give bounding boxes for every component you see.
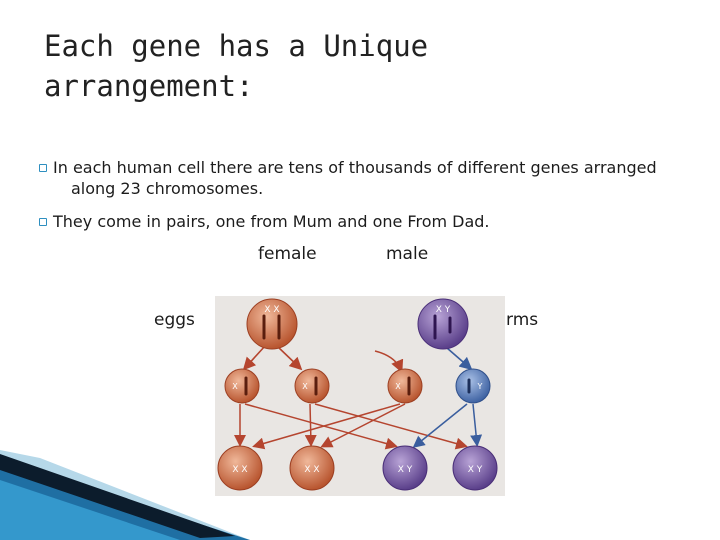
slide-title: Each gene has a Unique arrangement: [44, 26, 644, 106]
female-parent-cell: X X [246, 298, 298, 350]
arrow-egg2-to-offspring2 [304, 403, 317, 447]
offspring-cell-1: X X [217, 445, 263, 491]
egg-cell-2: X [294, 368, 330, 404]
arrow-female-to-egg-2 [276, 345, 303, 371]
offspring-cell-4: X Y [452, 445, 498, 491]
arrow-spermy-to-offspring4 [470, 403, 483, 447]
sperm-cell-y: Y [455, 368, 491, 404]
sperm-x-chromosome: X [395, 382, 401, 391]
offspring-4-chromosomes: X Y [468, 465, 483, 475]
male-parent-chromosomes: X Y [436, 305, 451, 315]
sperm-y-chromosome: Y [477, 382, 483, 391]
male-parent-cell: X Y [417, 298, 469, 350]
arrow-spermx-to-offspring1 [252, 403, 401, 450]
arrow-female-to-egg-1 [242, 345, 266, 371]
arrow-spermx-to-offspring2 [320, 403, 406, 448]
label-female: female [258, 244, 317, 264]
sperm-cell-x: X [387, 368, 423, 404]
corner-decoration [0, 450, 250, 540]
offspring-1-chromosomes: X X [232, 465, 247, 475]
offspring-cell-2: X X [289, 445, 335, 491]
egg-1-chromosome: X [232, 382, 238, 391]
label-male: male [386, 244, 429, 264]
offspring-2-chromosomes: X X [304, 465, 319, 475]
bullet-pairs: They come in pairs, one from Mum and one… [39, 211, 673, 232]
inheritance-diagram-svg: X X X Y X X X Y [215, 296, 505, 496]
arrow-male-to-sperm-x [374, 350, 404, 373]
female-parent-chromosomes: X X [264, 305, 279, 315]
slide-title-line-2: arrangement: [44, 69, 254, 103]
offspring-3-chromosomes: X Y [398, 465, 413, 475]
label-eggs: eggs [154, 310, 195, 330]
arrow-egg2-to-offspring4 [314, 403, 468, 450]
slide-title-line-1: Each gene has a Unique [44, 29, 429, 63]
label-sperms: rms [506, 310, 539, 330]
inheritance-diagram: X X X Y X X X Y [215, 296, 505, 496]
arrow-spermy-to-offspring3 [412, 403, 468, 448]
arrow-egg1-to-offspring3 [244, 403, 398, 450]
arrow-male-to-sperm-y [446, 347, 473, 371]
egg-cell-1: X [224, 368, 260, 404]
offspring-cell-3: X Y [382, 445, 428, 491]
egg-2-chromosome: X [302, 382, 308, 391]
bullet-genes: In each human cell there are tens of tho… [39, 157, 691, 199]
